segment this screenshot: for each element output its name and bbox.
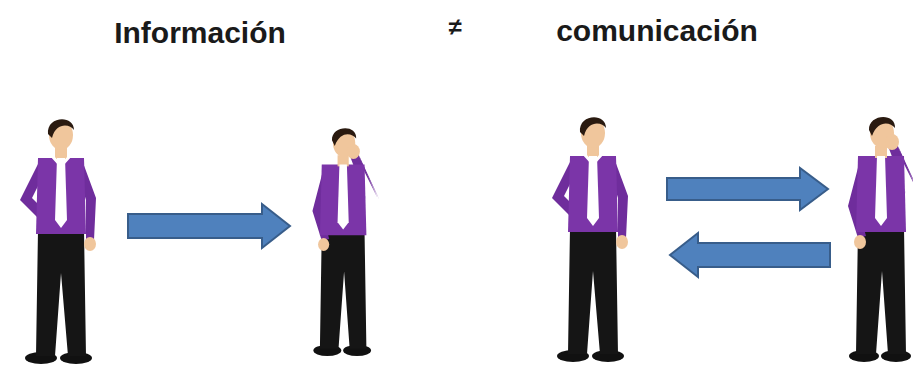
arrow [670,233,830,277]
heading-label: Información [114,16,286,49]
arrow [128,204,290,248]
person-figure [312,128,379,356]
person-figure [20,119,96,364]
person-figure [552,117,628,362]
arrow [667,168,828,210]
heading-label: comunicación [556,14,758,47]
person-figure [848,117,913,362]
symbol-label: ≠ [448,14,461,40]
